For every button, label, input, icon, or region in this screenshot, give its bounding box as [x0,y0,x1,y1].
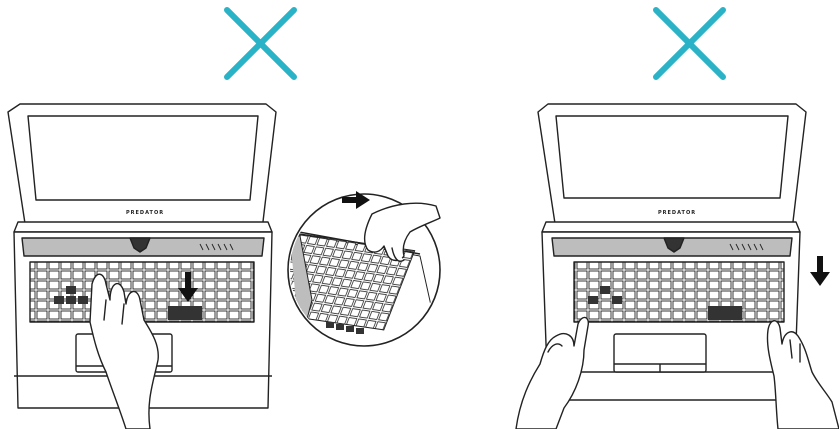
brand-label: PREDATOR [126,210,164,216]
cross-mark-icon [656,10,723,77]
panel-left: PREDATOR [8,10,440,429]
right-hand [767,321,839,429]
cross-mark-icon [227,10,294,77]
arrow-down-icon [810,256,830,286]
magnifier-circle-icon [269,191,440,346]
brand-label: PREDATOR [658,210,696,216]
panel-right: PREDATOR [516,10,839,429]
